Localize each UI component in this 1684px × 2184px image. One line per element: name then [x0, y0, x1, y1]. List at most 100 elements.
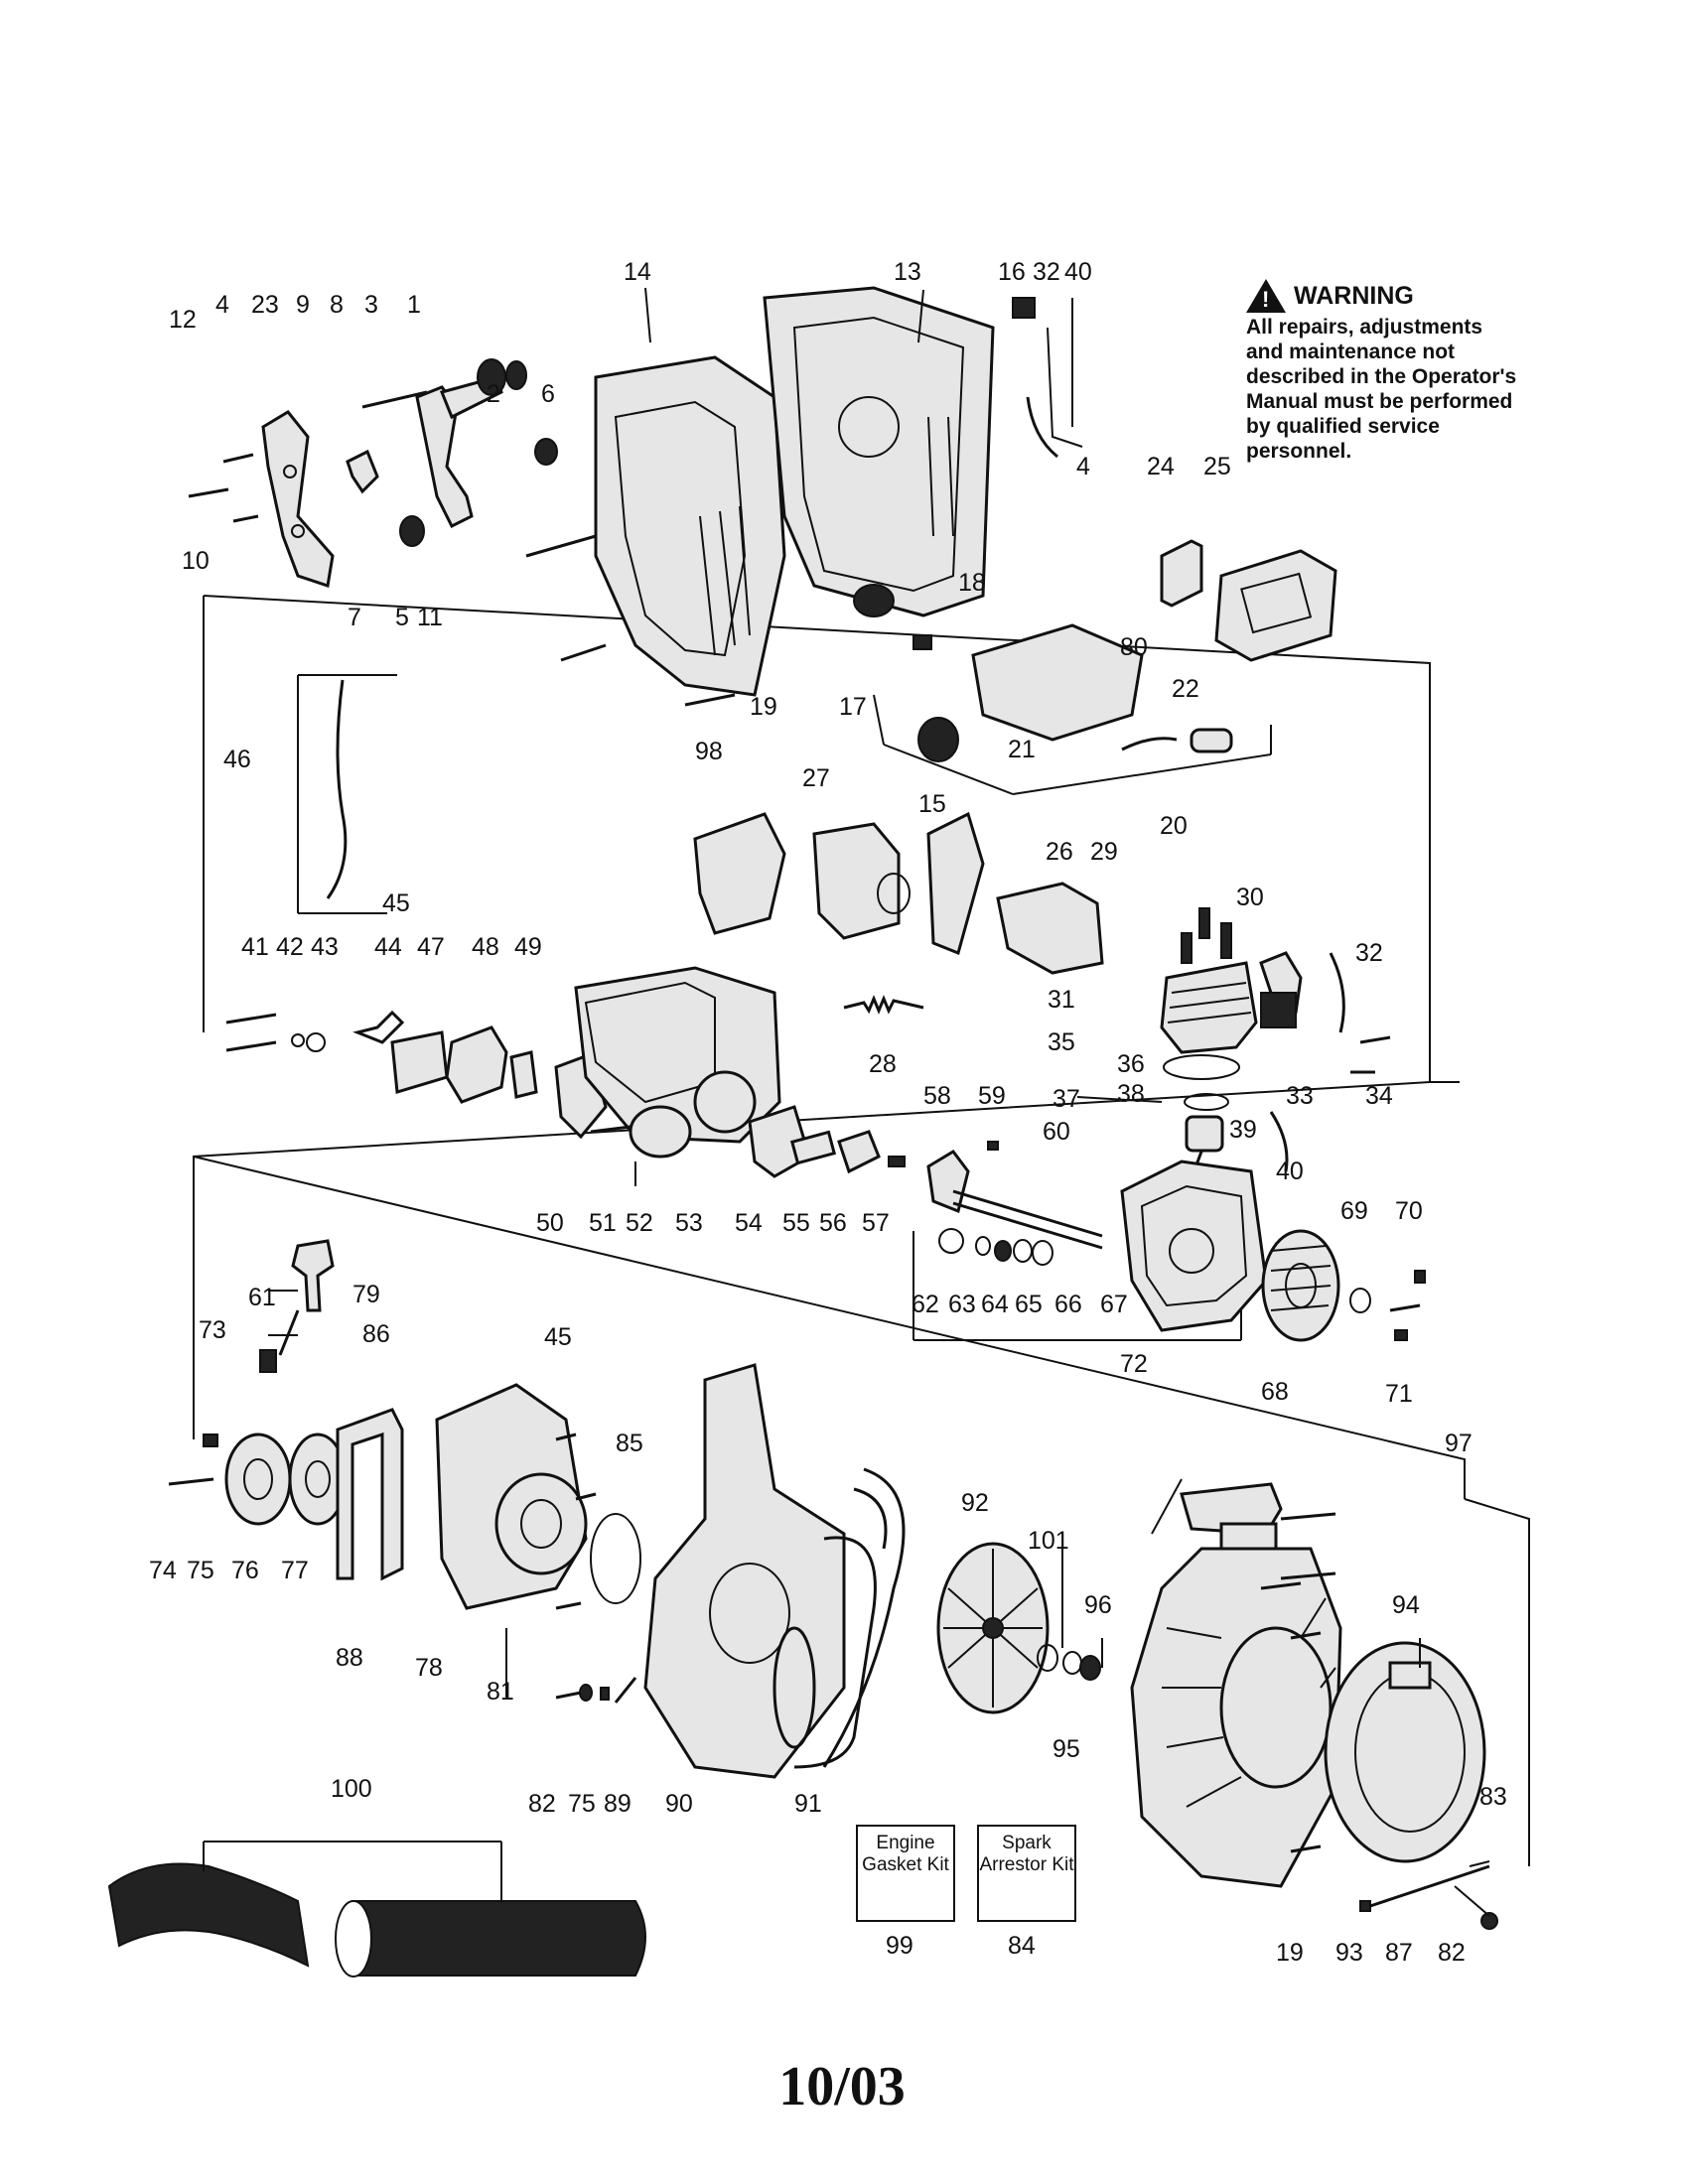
fan-housing: [555, 1363, 906, 1779]
callout: 19: [750, 693, 777, 721]
callout: 35: [1048, 1028, 1075, 1056]
callout: 41: [241, 933, 269, 961]
callout: 95: [1052, 1735, 1080, 1763]
starter-assembly: [168, 1239, 597, 1698]
carburetor-assembly: [225, 966, 906, 1186]
warning-triangle-icon: !: [1246, 279, 1286, 313]
callout: 76: [231, 1557, 259, 1584]
callout: 25: [1203, 453, 1231, 480]
callout: 13: [894, 258, 921, 286]
callout: 73: [199, 1316, 226, 1344]
callout: 49: [514, 933, 542, 961]
callout-labels: 12 4 23 9 8 3 1 14 13 16 32 40 2 6 10 7 …: [149, 258, 1507, 1967]
callout: 67: [1100, 1291, 1128, 1318]
callout: 27: [802, 764, 830, 792]
callout: 47: [417, 933, 445, 961]
callout: 16: [998, 258, 1026, 286]
callout: 64: [981, 1291, 1009, 1318]
callout: 34: [1365, 1082, 1393, 1110]
callout: 90: [665, 1790, 693, 1818]
callout: 80: [1120, 633, 1148, 661]
warning-header: ! WARNING: [1246, 279, 1524, 313]
blower-housing-top: [525, 286, 995, 707]
callout: 74: [149, 1557, 177, 1584]
callout: 96: [1084, 1591, 1112, 1619]
callout: 50: [536, 1209, 564, 1237]
callout: 17: [839, 693, 867, 721]
callout: 93: [1335, 1939, 1363, 1967]
callout: 75: [187, 1557, 214, 1584]
callout: 44: [374, 933, 402, 961]
callout: 12: [169, 306, 197, 334]
air-filter-parts: [912, 539, 1337, 762]
spark-arrestor-kit-box: Spark Arrestor Kit: [977, 1825, 1076, 1922]
callout: 94: [1392, 1591, 1420, 1619]
warning-text: All repairs, adjustments and maintenance…: [1246, 316, 1517, 463]
callout: 46: [223, 746, 251, 773]
blower-tubes: [107, 1841, 646, 1978]
callout: 6: [541, 380, 555, 408]
callout: 2: [487, 380, 500, 408]
callout: 40: [1064, 258, 1092, 286]
callout: 59: [978, 1082, 1006, 1110]
leader-lines: [268, 287, 1421, 1668]
spark-arrestor-kit-label: Spark Arrestor Kit: [979, 1833, 1074, 1875]
callout: 21: [1008, 736, 1036, 763]
callout: 87: [1385, 1939, 1413, 1967]
callout: 23: [251, 291, 279, 319]
callout: 77: [281, 1557, 309, 1584]
callout: 55: [782, 1209, 810, 1237]
callout: 4: [1076, 453, 1090, 480]
callout: 22: [1172, 675, 1199, 703]
callout: 31: [1048, 986, 1075, 1014]
callout: 97: [1445, 1430, 1473, 1457]
callout: 10: [182, 547, 210, 575]
callout: 68: [1261, 1378, 1289, 1406]
callout: 11: [417, 604, 443, 631]
callout: 28: [869, 1050, 897, 1078]
callout: 85: [616, 1430, 643, 1457]
callout: 70: [1395, 1197, 1423, 1225]
cylinder-assembly: [1076, 907, 1391, 1232]
callout: 29: [1090, 838, 1118, 866]
callout: 30: [1236, 884, 1264, 911]
callout: 51: [589, 1209, 617, 1237]
engine-gasket-kit-box: Engine Gasket Kit: [856, 1825, 955, 1922]
callout: 86: [362, 1320, 390, 1348]
callout: 40: [1276, 1158, 1304, 1185]
callout: 33: [1286, 1082, 1314, 1110]
callout: 88: [336, 1644, 363, 1672]
handle-assembly: [188, 358, 558, 588]
callout: 71: [1385, 1380, 1413, 1408]
callout: 7: [348, 604, 361, 631]
callout: 18: [958, 569, 986, 597]
callout: 83: [1479, 1783, 1507, 1811]
callout: 81: [487, 1678, 514, 1706]
callout: 15: [918, 790, 946, 818]
callout: 1: [407, 291, 421, 319]
callout: 61: [248, 1284, 276, 1311]
callout: 5: [395, 604, 409, 631]
callout: 53: [675, 1209, 703, 1237]
callout: 72: [1120, 1350, 1148, 1378]
callout: 89: [604, 1790, 632, 1818]
callout: 48: [472, 933, 499, 961]
callout: 99: [886, 1932, 913, 1960]
callout: 38: [1117, 1080, 1145, 1108]
callout: 43: [311, 933, 339, 961]
callout: 8: [330, 291, 344, 319]
callout: 3: [364, 291, 378, 319]
callout: 66: [1054, 1291, 1082, 1318]
callout: 4: [215, 291, 229, 319]
callout: 52: [626, 1209, 653, 1237]
page-footer-date: 10/03: [778, 2056, 906, 2117]
warning-note: ! WARNING All repairs, adjustments and m…: [1246, 279, 1524, 464]
engine-gasket-kit-label: Engine Gasket Kit: [862, 1833, 949, 1875]
spring-28: [843, 995, 924, 1015]
callout: 32: [1033, 258, 1060, 286]
callout: 84: [1008, 1932, 1036, 1960]
callout: 100: [331, 1775, 372, 1803]
rear-housing: [1130, 1482, 1498, 1930]
callout: 91: [794, 1790, 822, 1818]
